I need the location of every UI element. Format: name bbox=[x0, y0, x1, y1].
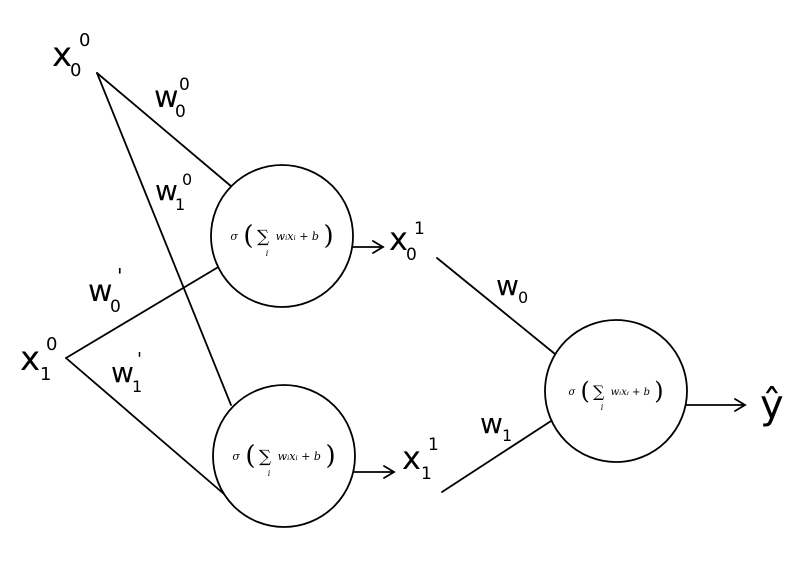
svg-text:x: x bbox=[52, 35, 72, 75]
sum-index: i bbox=[266, 249, 269, 258]
svg-text:1: 1 bbox=[132, 377, 142, 396]
svg-text:0: 0 bbox=[179, 75, 190, 95]
weight-label-w1: w 1 bbox=[480, 407, 512, 445]
sum-symbol: ∑ bbox=[257, 227, 269, 247]
svg-text:0: 0 bbox=[110, 297, 121, 317]
svg-text:w: w bbox=[496, 269, 519, 302]
edge-x10-to-h0 bbox=[65, 265, 221, 359]
formula-term: wᵢxᵢ + b bbox=[278, 450, 321, 463]
svg-text:x: x bbox=[20, 339, 40, 379]
neuron-formula: σ ( ∑ wᵢxᵢ + b ) bbox=[568, 377, 663, 405]
sum-index: i bbox=[268, 469, 271, 478]
weight-label-w0: w 0 bbox=[496, 269, 528, 307]
svg-text:w: w bbox=[111, 356, 134, 389]
output-neuron: σ ( ∑ wᵢxᵢ + b ) i bbox=[544, 319, 688, 463]
edge-x00-to-h1 bbox=[96, 72, 232, 406]
svg-text:w: w bbox=[155, 174, 178, 207]
svg-text:w: w bbox=[88, 274, 113, 309]
neuron-formula: σ ( ∑ wᵢxᵢ + b ) bbox=[230, 221, 333, 251]
svg-text:1: 1 bbox=[414, 219, 425, 239]
weight-label-w1-prime: w 1 ' bbox=[111, 349, 142, 396]
svg-text:1: 1 bbox=[502, 426, 512, 445]
hidden-neuron-0: σ ( ∑ wᵢxᵢ + b ) i bbox=[210, 164, 354, 308]
hidden-neuron-1: σ ( ∑ wᵢxᵢ + b ) i bbox=[212, 384, 356, 528]
svg-text:0: 0 bbox=[518, 288, 528, 307]
output-label-y-hat: ŷ bbox=[760, 382, 784, 428]
svg-text:0: 0 bbox=[46, 334, 57, 355]
svg-text:': ' bbox=[137, 349, 142, 370]
formula-term: wᵢxᵢ + b bbox=[276, 230, 319, 243]
weight-label-w00-top: w 0 0 bbox=[154, 75, 190, 122]
svg-text:1: 1 bbox=[421, 464, 432, 484]
svg-text:w: w bbox=[154, 80, 179, 115]
arrow-h0-out bbox=[352, 240, 385, 254]
svg-text:0: 0 bbox=[175, 102, 186, 122]
hidden-output-label-x01: x 0 1 bbox=[389, 219, 425, 265]
arrow-output bbox=[685, 398, 747, 412]
svg-text:0: 0 bbox=[70, 60, 81, 81]
svg-text:x: x bbox=[402, 439, 421, 477]
svg-text:': ' bbox=[117, 264, 123, 288]
svg-text:0: 0 bbox=[406, 245, 417, 265]
arrow-h1-out bbox=[348, 465, 396, 479]
edge-x10-to-h1 bbox=[65, 357, 225, 495]
svg-text:1: 1 bbox=[428, 435, 439, 455]
edge-x00-to-h0 bbox=[96, 72, 233, 188]
edge-x01-to-out bbox=[436, 257, 556, 355]
input-label-x10: x 1 0 bbox=[20, 334, 57, 385]
weight-label-w0-prime: w 0 ' bbox=[88, 264, 123, 317]
input-label-x00: x 0 0 bbox=[52, 30, 90, 81]
svg-text:x: x bbox=[389, 220, 408, 258]
sum-symbol: ∑ bbox=[593, 382, 605, 401]
sigma-symbol: σ bbox=[568, 387, 576, 398]
weight-label-w10: w 1 0 bbox=[155, 170, 192, 214]
svg-text:1: 1 bbox=[175, 195, 185, 214]
formula-term: wᵢxᵢ + b bbox=[611, 387, 650, 398]
svg-text:0: 0 bbox=[182, 170, 192, 189]
svg-text:w: w bbox=[480, 407, 503, 440]
edge-x11-to-out bbox=[441, 420, 552, 493]
sum-index: i bbox=[601, 403, 604, 412]
sigma-symbol: σ bbox=[230, 230, 238, 243]
svg-text:0: 0 bbox=[79, 30, 90, 51]
hidden-output-label-x11: x 1 1 bbox=[402, 435, 439, 484]
neuron-formula: σ ( ∑ wᵢxᵢ + b ) bbox=[232, 441, 335, 471]
svg-text:1: 1 bbox=[40, 364, 51, 385]
sum-symbol: ∑ bbox=[259, 447, 271, 467]
sigma-symbol: σ bbox=[232, 450, 240, 463]
